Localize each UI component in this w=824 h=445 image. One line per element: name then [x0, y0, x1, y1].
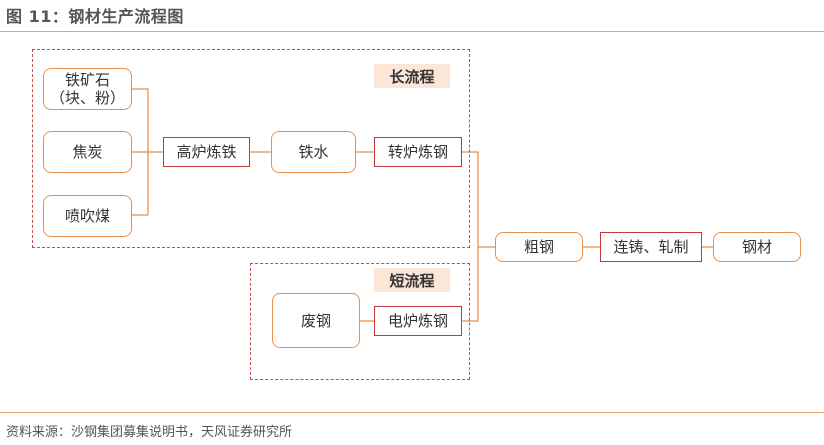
title-rule [0, 31, 824, 32]
node-casting-rolling: 连铸、轧制 [600, 232, 702, 262]
source-note: 资料来源：沙钢集团募集说明书，天风证券研究所 [6, 425, 293, 440]
node-converter: 转炉炼钢 [374, 137, 462, 167]
node-iron-ore-line1: 铁矿石 [64, 71, 110, 89]
node-steel-product: 钢材 [713, 232, 801, 262]
short-process-group [250, 263, 470, 380]
node-electric-furnace: 电炉炼钢 [374, 306, 462, 336]
long-process-group [32, 49, 470, 248]
node-scrap-steel: 废钢 [272, 293, 360, 348]
connector-merge [462, 151, 479, 322]
node-iron-ore: 铁矿石 （块、粉） [43, 68, 132, 110]
node-iron-ore-line2: （块、粉） [49, 89, 125, 107]
node-coal-injection: 喷吹煤 [43, 195, 132, 237]
long-process-label: 长流程 [374, 64, 450, 88]
connector-iron-ore [132, 88, 149, 215]
node-molten-iron: 铁水 [271, 131, 356, 173]
node-blast-furnace: 高炉炼铁 [163, 137, 250, 167]
short-process-label: 短流程 [374, 268, 450, 292]
source-rule [0, 412, 824, 413]
figure-title: 图 11：钢材生产流程图 [6, 7, 184, 26]
node-coke: 焦炭 [43, 131, 132, 173]
node-crude-steel: 粗钢 [495, 232, 583, 262]
